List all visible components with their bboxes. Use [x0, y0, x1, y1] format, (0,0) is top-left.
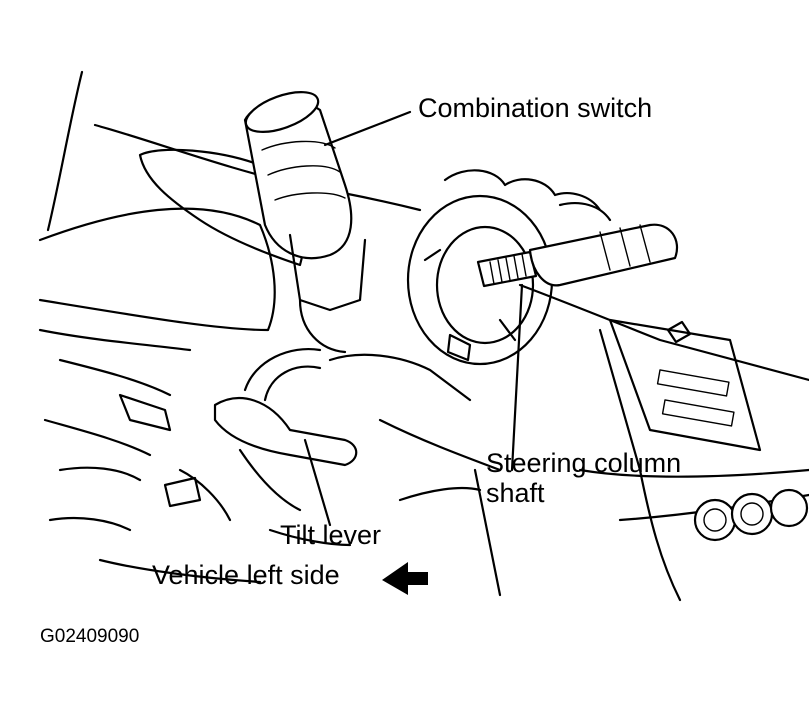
console-slot-1: [656, 369, 730, 397]
leader-steering-column: [510, 283, 524, 472]
console-face: [608, 318, 762, 452]
clock-spring-tabs: [423, 248, 517, 362]
gauge-bosses: [443, 169, 612, 222]
clock-spring-inner: [435, 225, 535, 345]
column-lower-parts: [238, 353, 502, 512]
console-knob-3: [769, 488, 809, 528]
figure-code: G02409090: [40, 626, 140, 647]
right-stalk: [528, 223, 678, 287]
dash-lower-left: [38, 328, 192, 457]
switch-body: [288, 233, 367, 354]
console-knob-2-inner: [740, 502, 764, 526]
spline-teeth: [489, 253, 527, 285]
harness-tube: [243, 348, 322, 402]
console-slot-2: [661, 399, 735, 427]
console-outline: [518, 283, 809, 602]
column-cover-outline: [38, 70, 276, 332]
console-knob-2: [730, 492, 774, 536]
leader-steering-lower: [473, 468, 502, 597]
tilt-lever: [213, 397, 358, 467]
clock-spring-outer: [406, 194, 554, 366]
label-steering-column-line1: Steering column: [486, 448, 682, 478]
bracket-left: [48, 393, 172, 532]
stalk-rings: [261, 140, 346, 201]
label-steering-column-line2: shaft: [486, 478, 545, 508]
right-stalk-rings: [599, 224, 651, 271]
label-vehicle-left-side: Vehicle left side: [152, 560, 340, 590]
lower-bolt: [163, 476, 202, 508]
console-knob-1-inner: [703, 508, 727, 532]
left-side-arrow-icon: [382, 562, 428, 595]
cover-recess: [138, 148, 305, 267]
label-combination-switch: Combination switch: [418, 93, 653, 123]
leader-combination-switch: [323, 110, 412, 147]
console-knob-1: [693, 498, 737, 542]
pedal-area: [98, 468, 352, 584]
stalk-end-cap: [244, 91, 320, 133]
label-tilt-lever: Tilt lever: [280, 520, 382, 550]
console-diamond: [666, 320, 692, 344]
leader-tilt-lever: [303, 438, 332, 527]
